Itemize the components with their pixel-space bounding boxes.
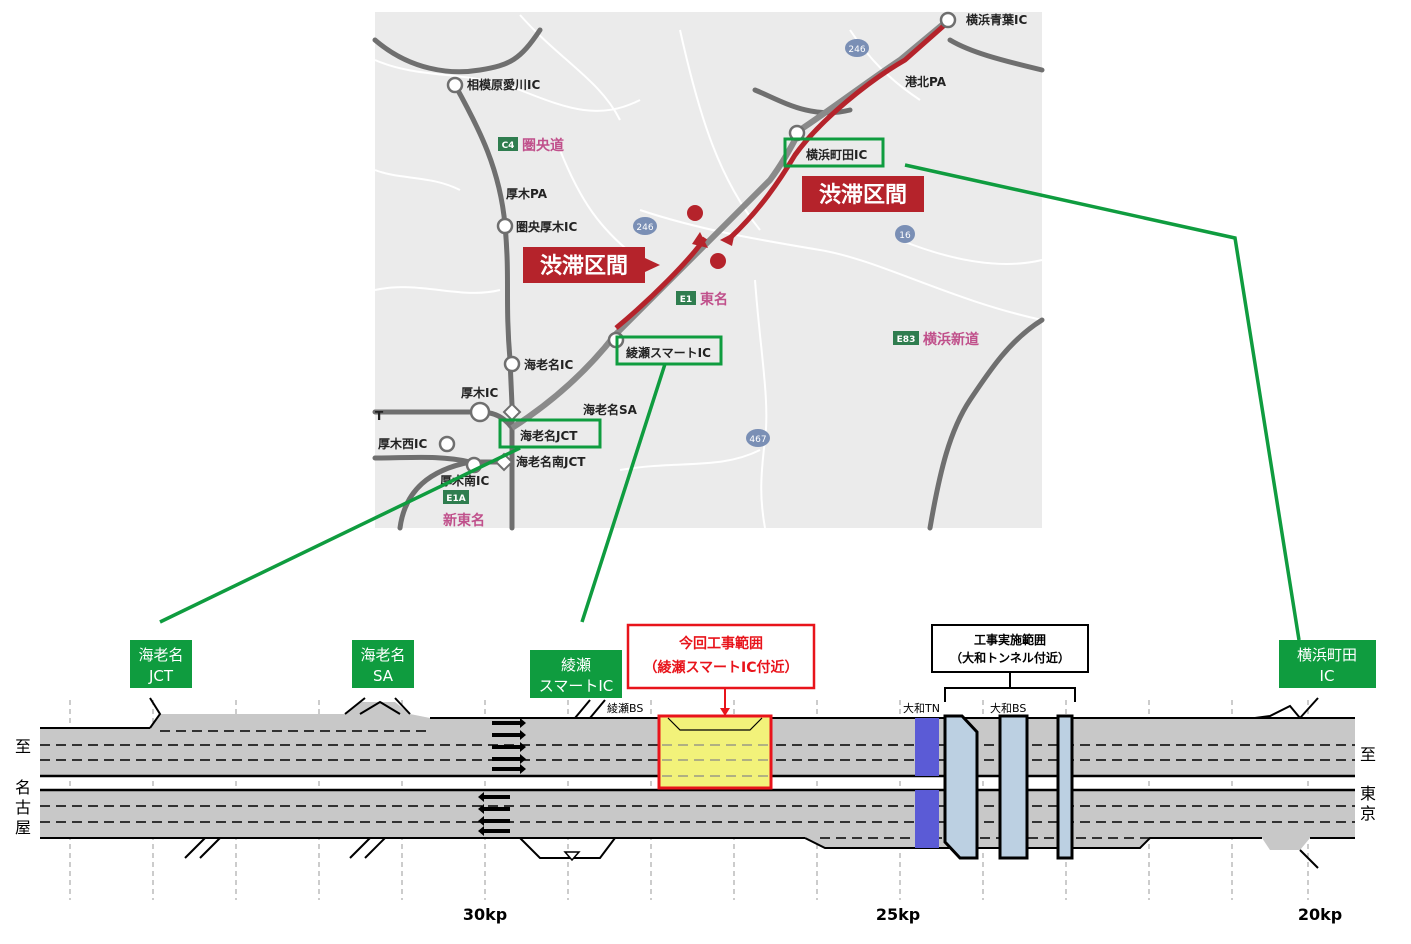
ic-labels: 横浜青葉IC 港北PA 横浜町田IC 相模原愛川IC 厚木PA 圏央厚木IC 海… — [375, 12, 1027, 488]
congestion-arrow-down — [720, 232, 735, 246]
ayase-bs-label: 綾瀬BS — [607, 701, 643, 715]
atsugi-ic-label: 厚木IC — [461, 385, 498, 400]
ebina-minami-jct-label: 海老名南JCT — [516, 454, 586, 469]
route-16: 16 — [899, 231, 911, 241]
congestion-label-right-text: 渋滞区間 — [819, 182, 907, 208]
yokohama-shindo-label: 横浜新道 — [923, 331, 979, 348]
callout-ebina-jct-line1: 海老名 — [138, 646, 183, 664]
expressway-badges: C4 圏央道 E1 東名 E83 横浜新道 E1A 新東名 — [443, 137, 979, 529]
atsugi-nishi-ic-label: 厚木西IC — [378, 436, 427, 451]
schematic-diagram: 綾瀬BS 大和TN 大和BS 海老名 JCT 海老名 SA 綾瀬 スマートIC … — [15, 623, 1376, 924]
work-extent-bracket — [944, 687, 1076, 702]
callout-ebina-sa-line2: SA — [373, 667, 394, 685]
work-area-boxes — [943, 714, 1074, 860]
shin-tomei-label: 新東名 — [443, 512, 485, 529]
kp-label-30: 30kp — [463, 905, 507, 924]
work-extent-callout: 工事実施範囲 （大和トンネル付近） — [931, 624, 1089, 673]
route-246-mid: 246 — [636, 223, 653, 233]
ebina-jct-label: 海老名JCT — [520, 428, 578, 443]
ebina-ic-label: 海老名IC — [524, 357, 573, 372]
route-shields: 246 246 16 467 — [633, 39, 915, 447]
congestion-label-right: 渋滞区間 — [802, 176, 924, 212]
to-nagoya-char-2: 名 — [15, 778, 31, 797]
highlight-ebina-jct — [498, 418, 602, 449]
e83-badge: E83 — [897, 335, 916, 345]
minor-roads — [374, 14, 1043, 529]
route-246-top: 246 — [848, 45, 865, 55]
callout-yokohama-machida-line1: 横浜町田 — [1297, 646, 1357, 664]
c4-badge: C4 — [502, 141, 515, 151]
highlight-ayase — [615, 335, 723, 366]
to-tokyo-char-2: 東 — [1360, 784, 1376, 803]
map-background — [375, 12, 1042, 528]
callout-ayase-line2: スマートIC — [539, 677, 613, 695]
e1-badge: E1 — [680, 295, 692, 305]
current-work-title: 今回工事範囲 — [678, 635, 763, 652]
to-tokyo-char-3: 京 — [1360, 804, 1376, 823]
atsugi-pa-label: 厚木PA — [506, 186, 548, 201]
map-edge-text: T — [375, 409, 384, 423]
to-nagoya-char-3: 古 — [15, 798, 31, 817]
ebina-sa-label: 海老名SA — [583, 402, 638, 417]
current-work-area — [657, 688, 773, 790]
yamato-bs-label: 大和BS — [990, 701, 1026, 715]
callout-ebina-jct-line2: JCT — [148, 667, 174, 685]
lower-arrows — [478, 792, 510, 836]
congestion-label-left: 渋滞区間 — [523, 247, 660, 283]
ken-o-atsugi-ic-label: 圏央厚木IC — [516, 219, 577, 234]
sagamihara-aikawa-ic-label: 相模原愛川IC — [467, 77, 540, 92]
callout-lines — [159, 163, 1301, 641]
callout-ayase: 綾瀬 スマートIC — [530, 650, 622, 698]
map-highlight-boxes — [498, 137, 885, 449]
highlight-yokohama-machida — [783, 137, 885, 168]
kp-label-25: 25kp — [876, 905, 920, 924]
e1a-badge: E1A — [446, 494, 465, 504]
callout-ebina-jct: 海老名 JCT — [130, 640, 192, 688]
to-tokyo-char-1: 至 — [1360, 745, 1376, 764]
current-work-callout: 今回工事範囲 （綾瀬スマートIC付近） — [626, 623, 816, 690]
ayase-smart-ic-label: 綾瀬スマートIC — [626, 345, 711, 360]
direction-tokyo: 至 東 京 — [1360, 745, 1376, 823]
incident-marker-1 — [687, 205, 703, 221]
callout-yokohama-machida-line2: IC — [1320, 667, 1335, 685]
direction-nagoya: 至 名 古 屋 — [15, 737, 31, 837]
callout-ebina-sa-line1: 海老名 — [360, 646, 405, 664]
yokohama-machida-ic-label: 横浜町田IC — [806, 147, 867, 162]
incident-marker-2 — [710, 253, 726, 269]
congestion-label-left-text: 渋滞区間 — [540, 253, 628, 279]
tomei-expressway — [510, 17, 950, 431]
tomei-label: 東名 — [700, 291, 728, 308]
area-map: 246 246 16 467 C4 圏央道 E1 東名 E83 横浜新道 E1A… — [372, 11, 1045, 531]
callout-yokohama-machida: 横浜町田 IC — [1279, 640, 1376, 688]
work-extent-subtitle: （大和トンネル付近） — [950, 650, 1070, 665]
yokohama-aoba-ic-label: 横浜青葉IC — [966, 12, 1027, 27]
kp-label-20: 20kp — [1298, 905, 1342, 924]
upper-arrows — [492, 718, 526, 774]
ken-o-do-label: 圏央道 — [522, 137, 564, 154]
to-nagoya-char-4: 屋 — [15, 818, 31, 837]
yamato-tunnel — [915, 718, 939, 848]
atsugi-minami-ic-label: 厚木南IC — [440, 473, 489, 488]
callout-ebina-sa: 海老名 SA — [352, 640, 414, 688]
current-work-subtitle: （綾瀬スマートIC付近） — [643, 659, 798, 676]
to-nagoya-char-1: 至 — [15, 737, 31, 756]
kohoku-pa-label: 港北PA — [905, 74, 947, 89]
kp-labels: 30kp 25kp 20kp — [463, 905, 1342, 924]
work-extent-title: 工事実施範囲 — [974, 632, 1046, 647]
congestion-arrow-up — [692, 232, 708, 248]
congestion-section — [614, 20, 950, 330]
route-467: 467 — [749, 435, 766, 445]
ayase-bs-stop-marker — [563, 851, 581, 862]
yamato-tn-label: 大和TN — [903, 701, 940, 715]
lower-carriageway — [40, 788, 1355, 869]
callout-ayase-line1: 綾瀬 — [561, 656, 591, 674]
